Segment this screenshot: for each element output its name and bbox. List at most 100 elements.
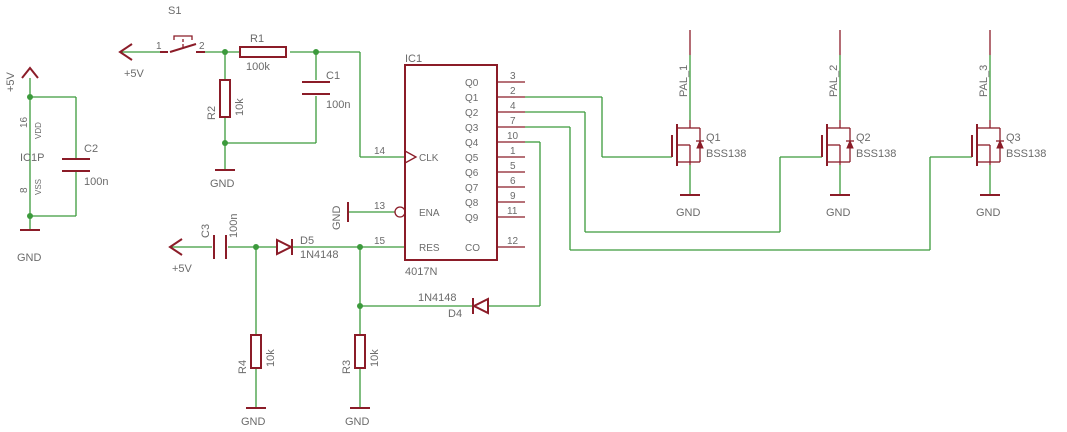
- svg-text:Q8: Q8: [465, 198, 479, 209]
- svg-text:D4: D4: [448, 308, 462, 320]
- gnd-r3: GND: [345, 407, 370, 428]
- svg-text:Q5: Q5: [465, 153, 479, 164]
- resistor-r1: R1 100k: [239, 33, 287, 73]
- svg-text:S1: S1: [168, 5, 181, 17]
- svg-text:12: 12: [507, 236, 519, 247]
- supply-plus5v-top: +5V: [118, 43, 145, 80]
- svg-text:GND: GND: [676, 207, 701, 219]
- svg-text:8: 8: [19, 187, 30, 193]
- ic1p-power: 16 VDD IC1P 8 VSS: [19, 116, 44, 195]
- junctions: [27, 49, 363, 309]
- svg-text:Q2: Q2: [856, 132, 871, 144]
- svg-text:15: 15: [374, 236, 386, 247]
- svg-text:14: 14: [374, 146, 386, 157]
- gnd-q1: GND: [676, 194, 701, 219]
- gnd-r2: GND: [210, 169, 235, 190]
- svg-text:1N4148: 1N4148: [300, 249, 339, 261]
- mosfet-q3: PAL_3 Q3 BSS138: [971, 30, 1046, 166]
- gnd-r4: GND: [241, 407, 266, 428]
- svg-text:Q1: Q1: [465, 93, 479, 104]
- svg-text:Q4: Q4: [465, 138, 479, 149]
- svg-text:+5V: +5V: [124, 68, 145, 80]
- svg-text:IC1: IC1: [405, 53, 422, 65]
- svg-text:10k: 10k: [234, 98, 246, 116]
- svg-text:11: 11: [507, 206, 518, 217]
- svg-text:100n: 100n: [326, 99, 350, 111]
- capacitor-c1: C1 100n: [302, 70, 350, 111]
- svg-text:R4: R4: [237, 360, 249, 374]
- svg-text:IC1P: IC1P: [20, 152, 44, 164]
- svg-text:GND: GND: [345, 416, 370, 428]
- svg-text:100n: 100n: [84, 176, 108, 188]
- svg-text:C2: C2: [84, 143, 98, 155]
- svg-text:9: 9: [510, 191, 516, 202]
- svg-text:6: 6: [510, 176, 516, 187]
- resistor-r2: R2 10k: [206, 79, 246, 120]
- svg-text:Q0: Q0: [465, 78, 479, 89]
- svg-text:PAL_1: PAL_1: [678, 65, 690, 97]
- svg-text:5: 5: [510, 161, 516, 172]
- gnd-q3: GND: [976, 194, 1001, 219]
- svg-text:R1: R1: [250, 33, 264, 45]
- svg-text:CLK: CLK: [419, 153, 439, 164]
- svg-text:PAL_3: PAL_3: [978, 65, 990, 97]
- svg-text:10k: 10k: [265, 349, 277, 367]
- gnd-ic1p: GND: [17, 229, 42, 264]
- svg-text:VSS: VSS: [34, 179, 43, 195]
- supply-plus5v-bottom: +5V: [168, 238, 193, 275]
- diode-d5: D5 1N4148: [276, 235, 339, 261]
- svg-text:Q9: Q9: [465, 213, 479, 224]
- svg-text:Q6: Q6: [465, 168, 479, 179]
- svg-text:1: 1: [510, 146, 516, 157]
- svg-text:GND: GND: [210, 178, 235, 190]
- svg-text:BSS138: BSS138: [1006, 148, 1046, 160]
- svg-text:100n: 100n: [228, 214, 240, 238]
- svg-text:2: 2: [510, 86, 516, 97]
- svg-text:BSS138: BSS138: [706, 148, 746, 160]
- ic1-left-pins: CLK 14 ENA 13 RES 15: [374, 146, 440, 254]
- svg-text:GND: GND: [331, 206, 343, 231]
- svg-text:16: 16: [19, 116, 30, 128]
- svg-text:2: 2: [199, 41, 205, 52]
- svg-text:1N4148: 1N4148: [418, 292, 457, 304]
- ic1-right-pins: Q0 Q1 Q2 Q3 Q4 Q5 Q6 Q7 Q8 Q9 CO 3 2 4 7…: [465, 71, 525, 254]
- supply-plus5v-ic: +5V: [5, 66, 39, 92]
- svg-text:C3: C3: [200, 224, 212, 238]
- svg-text:RES: RES: [419, 243, 440, 254]
- svg-text:BSS138: BSS138: [856, 148, 896, 160]
- svg-text:R3: R3: [341, 360, 353, 374]
- svg-text:VDD: VDD: [34, 122, 43, 139]
- svg-text:GND: GND: [17, 252, 42, 264]
- svg-text:ENA: ENA: [419, 208, 440, 219]
- svg-text:D5: D5: [300, 235, 314, 247]
- resistor-r4: R4 10k: [237, 334, 277, 374]
- svg-text:Q7: Q7: [465, 183, 479, 194]
- svg-text:+5V: +5V: [172, 263, 193, 275]
- svg-text:C1: C1: [326, 70, 340, 82]
- svg-text:GND: GND: [976, 207, 1001, 219]
- mosfet-q2: PAL_2 Q2 BSS138: [821, 30, 896, 166]
- svg-text:+5V: +5V: [5, 71, 17, 92]
- svg-text:Q3: Q3: [1006, 132, 1021, 144]
- switch-s1: S1 1 2: [156, 5, 205, 53]
- capacitor-c2: C2 100n: [62, 143, 108, 188]
- svg-text:10k: 10k: [369, 349, 381, 367]
- svg-text:13: 13: [374, 201, 386, 212]
- svg-text:CO: CO: [465, 243, 480, 254]
- gnd-ena: GND: [331, 202, 349, 231]
- svg-text:R2: R2: [206, 106, 218, 120]
- svg-text:100k: 100k: [246, 61, 270, 73]
- svg-text:GND: GND: [241, 416, 266, 428]
- svg-text:1: 1: [156, 41, 162, 52]
- svg-text:PAL_2: PAL_2: [828, 65, 840, 97]
- mosfet-q1: PAL_1 Q1 BSS138: [671, 30, 746, 166]
- svg-text:3: 3: [510, 71, 516, 82]
- wires: [29, 51, 991, 408]
- svg-text:4017N: 4017N: [405, 266, 437, 278]
- svg-text:10: 10: [507, 131, 519, 142]
- svg-text:Q1: Q1: [706, 132, 721, 144]
- ic1-4017: IC1 4017N Q0 Q1 Q2 Q3 Q4 Q5 Q6 Q7 Q8 Q9 …: [374, 53, 525, 278]
- resistor-r3: R3 10k: [341, 334, 381, 374]
- capacitor-c3: C3 100n: [200, 214, 240, 259]
- svg-text:4: 4: [510, 101, 516, 112]
